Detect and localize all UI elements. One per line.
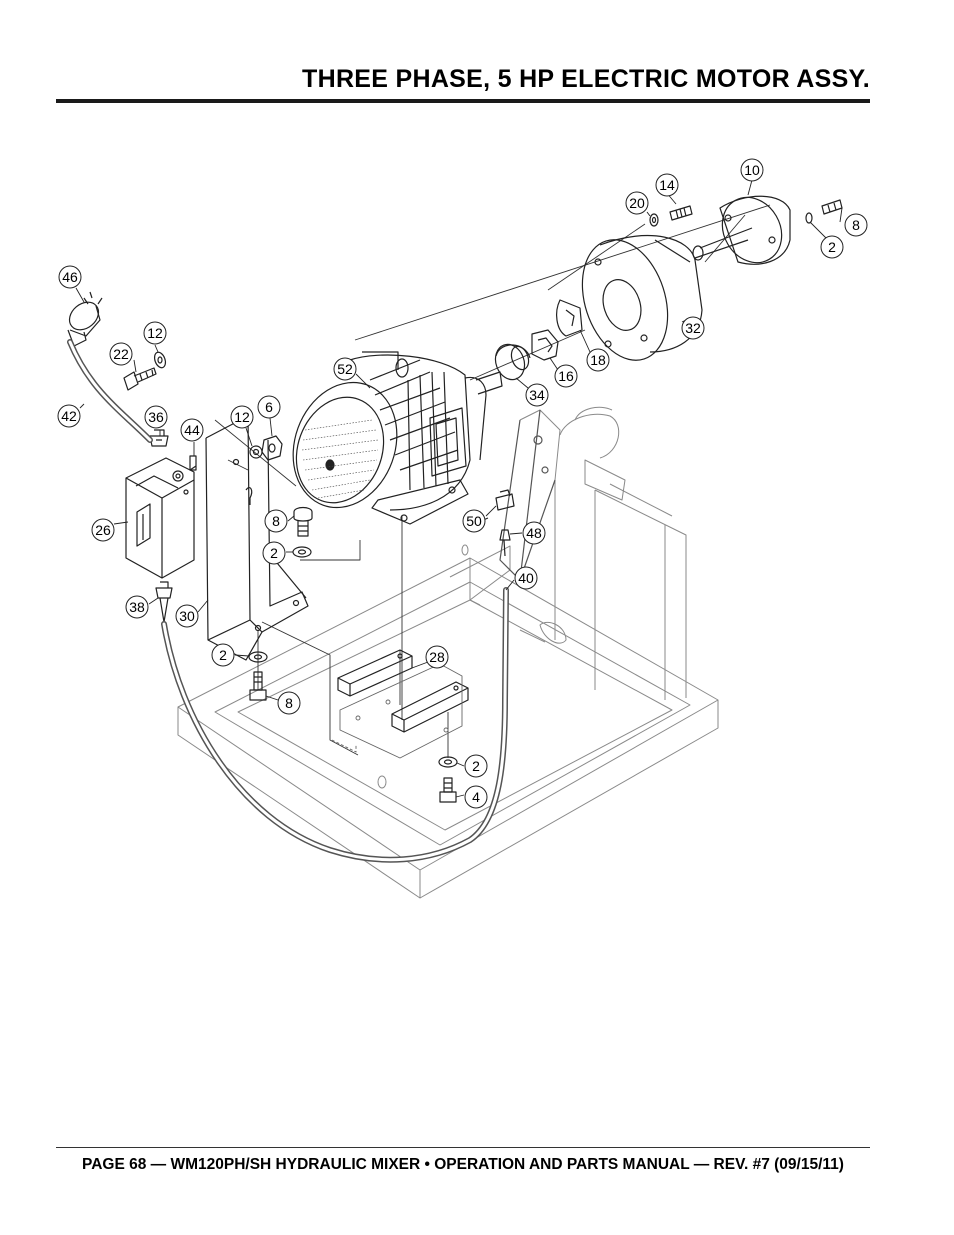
- callout-2-mid: 2: [262, 541, 286, 565]
- page-title: THREE PHASE, 5 HP ELECTRIC MOTOR ASSY.: [302, 65, 870, 93]
- callout-44: 44: [180, 418, 204, 442]
- page-footer: PAGE 68 — WM120PH/SH HYDRAULIC MIXER • O…: [82, 1156, 844, 1173]
- callout-10: 10: [740, 158, 764, 182]
- svg-text:30: 30: [179, 608, 195, 624]
- svg-text:40: 40: [518, 570, 534, 586]
- svg-text:38: 38: [129, 599, 145, 615]
- callout-38: 38: [125, 595, 149, 619]
- svg-text:50: 50: [466, 513, 482, 529]
- svg-text:2: 2: [219, 647, 227, 663]
- svg-text:48: 48: [526, 525, 542, 541]
- svg-text:12: 12: [234, 409, 250, 425]
- callout-8-top: 8: [844, 213, 868, 237]
- callout-2-low: 2: [211, 643, 235, 667]
- power-plug-46: [67, 291, 103, 347]
- svg-text:28: 28: [429, 649, 445, 665]
- callout-12-mid: 12: [230, 405, 254, 429]
- callout-16: 16: [554, 364, 578, 388]
- footer-rule: [56, 1147, 870, 1148]
- callout-46: 46: [58, 265, 82, 289]
- svg-text:2: 2: [828, 239, 836, 255]
- svg-text:20: 20: [629, 195, 645, 211]
- svg-text:34: 34: [529, 387, 545, 403]
- electric-motor-52: [292, 351, 503, 525]
- svg-text:44: 44: [184, 422, 200, 438]
- svg-text:18: 18: [590, 352, 606, 368]
- pump-adapter-32: [581, 234, 703, 361]
- motor-fan-grille: [301, 419, 379, 499]
- callout-8-mid: 8: [264, 509, 288, 533]
- callout-48: 48: [522, 521, 546, 545]
- callout-40: 40: [514, 566, 538, 590]
- svg-text:52: 52: [337, 361, 353, 377]
- svg-text:22: 22: [113, 346, 129, 362]
- coupling-parts: [494, 299, 583, 381]
- svg-text:2: 2: [270, 545, 278, 561]
- callout-4: 4: [464, 785, 488, 809]
- callout-32: 32: [681, 316, 705, 340]
- svg-text:2: 2: [472, 758, 480, 774]
- callout-42: 42: [57, 404, 81, 428]
- callout-22: 22: [109, 342, 133, 366]
- callout-50: 50: [462, 509, 486, 533]
- svg-text:14: 14: [659, 177, 675, 193]
- svg-text:6: 6: [265, 399, 273, 415]
- callout-20: 20: [625, 191, 649, 215]
- svg-text:16: 16: [558, 368, 574, 384]
- callout-30: 30: [175, 604, 199, 628]
- callout-36: 36: [144, 405, 168, 429]
- hydraulic-pump-10: [692, 195, 791, 265]
- title-rule: [56, 99, 870, 103]
- svg-text:46: 46: [62, 269, 78, 285]
- callout-8-low: 8: [277, 691, 301, 715]
- svg-text:8: 8: [285, 695, 293, 711]
- svg-text:8: 8: [272, 513, 280, 529]
- cord-fittings: [149, 429, 197, 623]
- mixer-frame: [177, 406, 719, 899]
- callout-26: 26: [91, 518, 115, 542]
- svg-text:32: 32: [685, 320, 701, 336]
- callout-34: 34: [525, 383, 549, 407]
- callout-28: 28: [425, 645, 449, 669]
- svg-text:8: 8: [852, 217, 860, 233]
- svg-text:26: 26: [95, 522, 111, 538]
- callout-52: 52: [333, 357, 357, 381]
- motor-rails-28: [337, 649, 469, 733]
- switch-box-26: [125, 457, 197, 579]
- svg-text:36: 36: [148, 409, 164, 425]
- callout-12-top: 12: [143, 321, 167, 345]
- leader-lines: [75, 179, 843, 798]
- callout-18: 18: [586, 348, 610, 372]
- svg-text:42: 42: [61, 408, 77, 424]
- svg-text:12: 12: [147, 325, 163, 341]
- callout-2-bottom: 2: [464, 754, 488, 778]
- callout-6: 6: [257, 395, 281, 419]
- svg-text:10: 10: [744, 162, 760, 178]
- callout-14: 14: [655, 173, 679, 197]
- callout-2-top: 2: [820, 235, 844, 259]
- hardware: [123, 351, 458, 803]
- svg-text:4: 4: [472, 789, 480, 805]
